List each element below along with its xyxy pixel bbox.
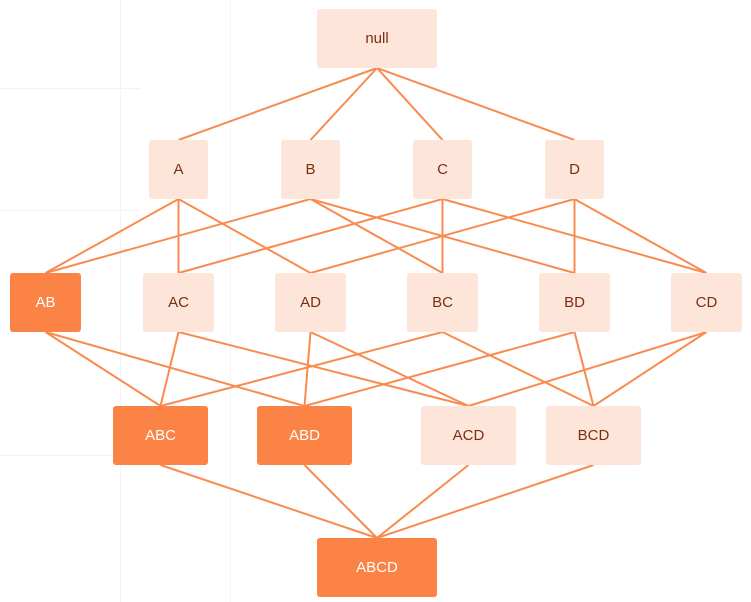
node-acd-label: ACD [452,427,485,444]
node-abcd: ABCD [317,538,437,597]
node-abcd-label: ABCD [356,559,398,576]
node-abd-label: ABD [289,427,320,444]
edge-ac-abc [159,331,180,407]
edge-b-bc [310,198,443,274]
node-abc: ABC [113,406,208,465]
node-d-label: D [569,161,580,178]
edge-d-cd [574,198,707,274]
edge-bc-abc [160,331,443,407]
node-c-label: C [437,161,448,178]
background-grid-line [0,455,140,456]
node-bd-label: BD [564,294,585,311]
edge-cd-bcd [592,331,708,407]
node-ac: AC [143,273,214,332]
node-null-label: null [365,30,389,47]
node-ab-label: AB [35,294,56,311]
node-ab: AB [10,273,81,332]
node-a: A [149,140,208,199]
edge-cd-acd [468,331,707,407]
background-grid-line [0,210,140,211]
edge-ad-acd [310,331,469,407]
node-b-label: B [305,161,316,178]
node-cd: CD [671,273,742,332]
edge-bcd-abcd [376,464,594,539]
edge-ab-abd [45,331,305,407]
edge-bd-abd [304,331,575,407]
edge-ab-abc [44,331,162,407]
edge-ad-abd [303,331,312,407]
node-acd: ACD [421,406,516,465]
edge-null-c [376,67,444,141]
edge-bc-bcd [442,331,594,407]
node-bc: BC [407,273,478,332]
background-grid-line [120,0,121,602]
node-d: D [545,140,604,199]
node-null: null [317,9,437,68]
edge-bd-bcd [573,331,595,407]
node-abc-label: ABC [145,427,176,444]
edge-ac-acd [178,331,469,407]
node-bcd-label: BCD [577,427,610,444]
edge-d-ad [310,198,575,274]
node-ad-label: AD [300,294,321,311]
node-ac-label: AC [168,294,189,311]
node-b: B [281,140,340,199]
node-ad: AD [275,273,346,332]
edge-null-a [178,67,378,141]
edge-null-b [309,67,378,141]
node-c: C [413,140,472,199]
node-bd: BD [539,273,610,332]
background-grid-line [0,88,140,89]
edge-null-d [376,67,575,141]
edge-a-ad [178,198,311,274]
edge-b-ab [45,198,311,274]
edge-abd-abcd [303,464,378,539]
edge-c-ac [178,198,443,274]
node-cd-label: CD [695,294,718,311]
edge-a-ab [45,198,179,274]
background-grid-line [230,0,231,602]
node-a-label: A [173,161,184,178]
edge-acd-abcd [376,464,470,539]
node-bc-label: BC [432,294,453,311]
edge-abc-abcd [160,464,378,539]
node-bcd: BCD [546,406,641,465]
node-abd: ABD [257,406,352,465]
